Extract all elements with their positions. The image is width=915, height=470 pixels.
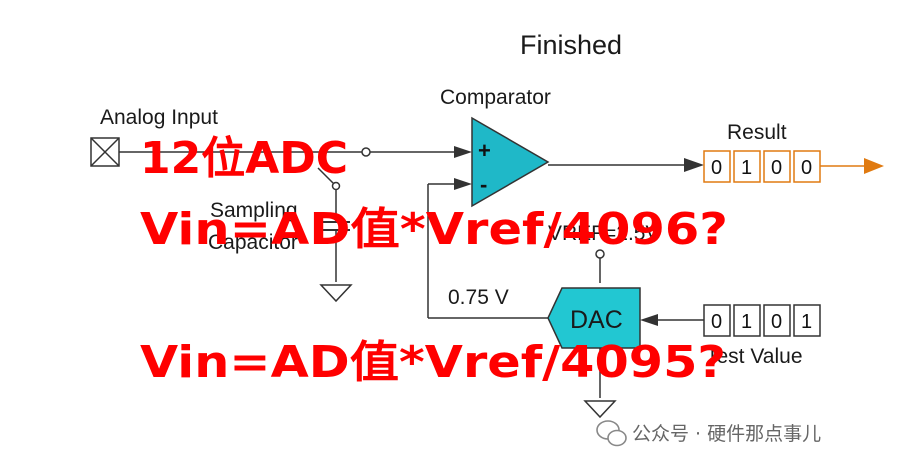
- comparator-plus-sign: +: [478, 138, 491, 163]
- result-register: 0 1 0 0: [703, 150, 821, 183]
- test-value-bit: 0: [771, 311, 782, 333]
- result-bit: 1: [741, 157, 752, 179]
- comparator-triangle: [471, 116, 550, 208]
- sampling-label-line2: Capacitor: [208, 231, 298, 254]
- dac-voltage-label: 0.75 V: [448, 286, 509, 309]
- test-value-bit: 1: [801, 311, 812, 333]
- sampling-switch-node: [331, 181, 341, 191]
- result-bit: 0: [801, 157, 812, 179]
- wechat-icon: [596, 420, 627, 447]
- sampling-label-line1: Sampling: [210, 199, 298, 222]
- result-arrow-icon: [684, 158, 704, 172]
- comparator-minus-sign: -: [480, 172, 487, 197]
- vref-node: [595, 249, 605, 259]
- test-value-bit: 1: [741, 311, 752, 333]
- comparator-label: Comparator: [440, 86, 551, 109]
- watermark-text: 公众号 · 硬件那点事儿: [632, 423, 821, 445]
- ground-icon: [319, 284, 353, 303]
- overlay-line2: Vin=AD值*Vref/4096?: [140, 204, 728, 255]
- overlay-line1: 12位ADC: [140, 133, 348, 184]
- analog-input-terminal-icon: [90, 137, 120, 167]
- status-title: Finished: [520, 30, 622, 60]
- result-bit: 0: [711, 157, 722, 179]
- result-label: Result: [727, 121, 787, 144]
- result-bit: 0: [771, 157, 782, 179]
- dac-label: DAC: [570, 306, 623, 334]
- analog-input-label: Analog Input: [100, 106, 218, 129]
- dac-block: [547, 287, 641, 349]
- test-value-register: 0 1 0 1: [703, 304, 821, 337]
- minus-arrow-icon: [454, 178, 472, 190]
- vref-label: VREF=2.5V: [548, 222, 659, 245]
- output-arrow-icon: [864, 158, 884, 174]
- dac-ground-icon: [583, 400, 617, 419]
- test-value-bit: 0: [711, 311, 722, 333]
- plus-arrow-icon: [454, 146, 472, 158]
- test-value-label: Test Value: [706, 345, 803, 368]
- switch-node: [361, 147, 371, 157]
- sampling-switch: [317, 167, 335, 185]
- test-value-arrow-icon: [640, 314, 658, 326]
- overlay-line3: Vin=AD值*Vref/4095?: [140, 337, 726, 388]
